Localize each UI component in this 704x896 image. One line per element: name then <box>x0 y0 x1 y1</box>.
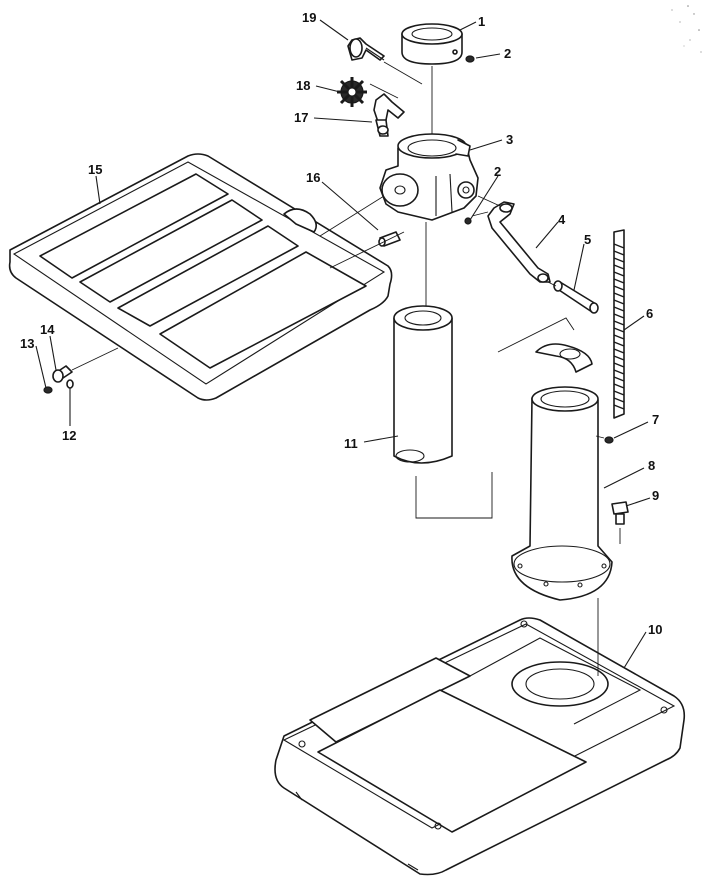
callout-16: 16 <box>306 170 320 185</box>
callout-11: 11 <box>344 436 358 451</box>
rack-tooth <box>613 383 625 389</box>
rack-tooth <box>613 376 625 382</box>
part-10-base <box>274 617 686 876</box>
rack-tooth <box>613 355 625 361</box>
part-14-bolt <box>52 365 73 383</box>
callout-4: 4 <box>558 212 566 227</box>
callout-10: 10 <box>648 622 662 637</box>
part-18-pinion-gear <box>337 77 367 107</box>
callout-9: 9 <box>652 488 659 503</box>
part-8-column-support <box>511 386 613 601</box>
part-11-column <box>393 305 453 464</box>
rack-tooth <box>613 348 625 354</box>
column-collar-insert <box>535 343 593 373</box>
callout-15: 15 <box>88 162 102 177</box>
callout-17: 17 <box>294 110 308 125</box>
rack-tooth <box>613 306 625 312</box>
callout-5: 5 <box>584 232 591 247</box>
callout-7: 7 <box>652 412 659 427</box>
assembly-lines <box>71 61 621 676</box>
rack-tooth <box>613 313 625 319</box>
rack-tooth <box>613 257 625 263</box>
rack-tooth <box>613 397 625 403</box>
callout-8: 8 <box>648 458 655 473</box>
rack-tooth <box>613 404 625 410</box>
part-13-nut <box>43 386 53 394</box>
callout-19: 19 <box>302 10 316 25</box>
part-17-worm-fitting <box>373 93 405 137</box>
part-15-table <box>8 153 393 401</box>
part-12-washer <box>66 379 74 389</box>
part-5-crank-grip <box>553 280 599 314</box>
rack-tooth <box>613 264 625 270</box>
callout-labels: 1 2 2 3 4 5 6 7 8 9 10 11 12 13 14 15 16… <box>20 10 662 637</box>
rack-tooth <box>613 369 625 375</box>
part-3-table-support-head <box>379 133 479 221</box>
leader-lines <box>35 19 651 669</box>
rack-tooth <box>613 362 625 368</box>
rack-tooth <box>613 271 625 277</box>
part-4-crank-handle <box>487 201 551 283</box>
callout-12: 12 <box>62 428 76 443</box>
rack-tooth <box>613 320 625 326</box>
rack-tooth <box>613 327 625 333</box>
part-2-set-screw-top <box>465 55 475 63</box>
callout-18: 18 <box>296 78 310 93</box>
callout-6: 6 <box>646 306 653 321</box>
rack-tooth <box>613 285 625 291</box>
part-19-pinion-shaft <box>347 37 385 61</box>
scan-speckle <box>671 5 702 53</box>
rack-tooth <box>613 243 625 249</box>
callout-1: 1 <box>478 14 485 29</box>
rack-tooth <box>613 334 625 340</box>
rack-tooth <box>613 292 625 298</box>
rack-tooth <box>613 250 625 256</box>
rack-tooth <box>613 341 625 347</box>
rack-tooth <box>613 278 625 284</box>
part-1-collar-ring <box>401 23 463 65</box>
part-9-hex-bolt <box>611 501 629 525</box>
callout-13: 13 <box>20 336 34 351</box>
callout-3: 3 <box>506 132 513 147</box>
part-6-rack <box>613 229 625 419</box>
rack-tooth <box>613 299 625 305</box>
rack-tooth <box>613 390 625 396</box>
callout-2-side: 2 <box>494 164 501 179</box>
callout-2-top: 2 <box>504 46 511 61</box>
part-2-set-screw-side <box>464 217 472 225</box>
callout-14: 14 <box>40 322 55 337</box>
